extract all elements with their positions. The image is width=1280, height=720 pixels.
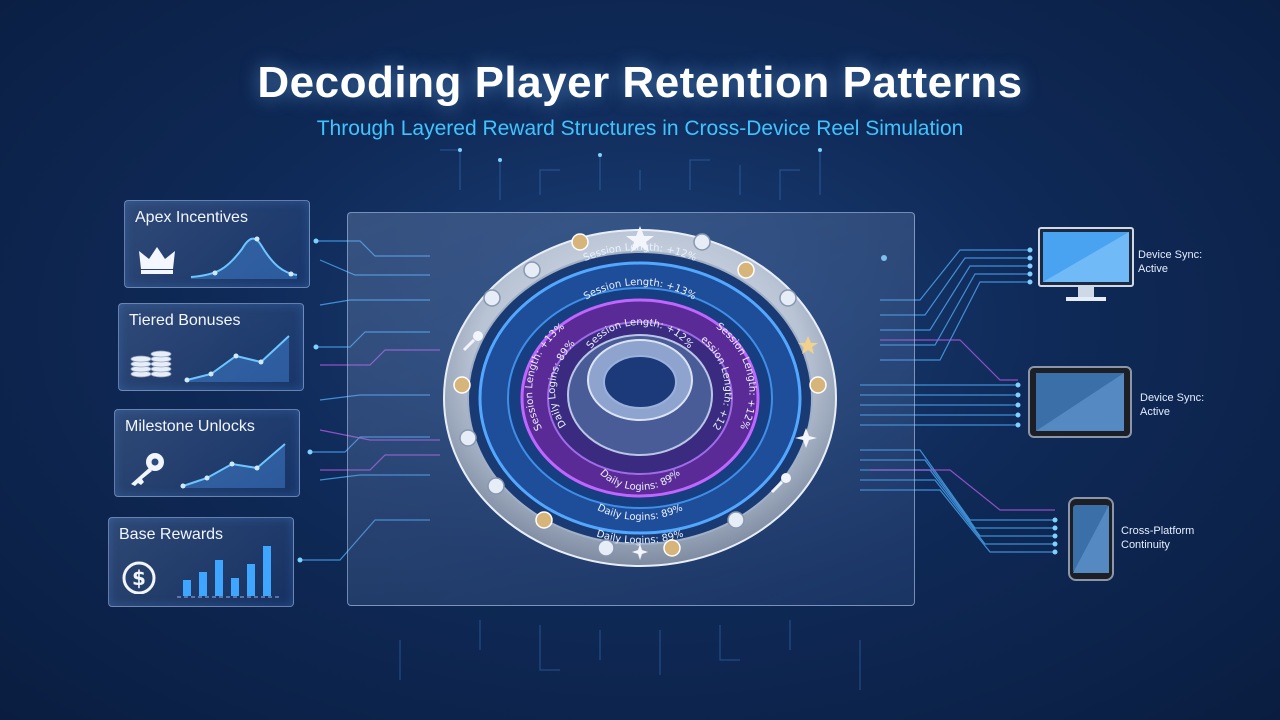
coin-icon xyxy=(693,233,711,251)
rim-icons xyxy=(453,226,827,560)
tier-card-apex-incentives: Apex Incentives xyxy=(124,200,310,288)
coin-icon xyxy=(809,376,827,394)
smartphone-icon xyxy=(1068,497,1114,581)
star-icon xyxy=(798,336,818,354)
growth-line-chart-icon xyxy=(184,335,290,383)
device-sync-desktop-label: Device Sync:Active xyxy=(1138,249,1203,275)
tier-card-base-rewards: Base Rewards $ xyxy=(108,517,294,607)
coin-icon xyxy=(737,261,755,279)
coin-icon xyxy=(779,289,797,307)
coin-icon xyxy=(663,539,681,557)
coin-icon xyxy=(597,539,615,557)
coin-icon xyxy=(523,261,541,279)
coin-icon xyxy=(535,511,553,529)
coin-icon xyxy=(487,477,505,495)
page-title: Decoding Player Retention Patterns xyxy=(257,58,1023,107)
page-subtitle: Through Layered Reward Structures in Cro… xyxy=(316,117,964,140)
tier-card-milestone-unlocks: Milestone Unlocks xyxy=(114,409,300,497)
growth-line-chart-icon xyxy=(180,443,286,489)
star-icon xyxy=(626,226,654,252)
tier-label: Tiered Bonuses xyxy=(129,312,241,329)
key-icon xyxy=(131,453,164,486)
tablet-icon xyxy=(1028,366,1132,438)
coin-stack-icon xyxy=(130,350,172,378)
coin-icon xyxy=(459,429,477,447)
key-icon xyxy=(462,331,483,352)
coin-icon xyxy=(453,376,471,394)
layered-reward-ring: Session Length: +12% Daily Logins: 89% S… xyxy=(440,220,837,567)
desktop-monitor-icon xyxy=(1038,227,1134,301)
bar-chart-icon xyxy=(177,546,281,598)
dollar-coin-icon: $ xyxy=(122,561,156,594)
tier-label: Base Rewards xyxy=(119,526,224,543)
svg-text:$: $ xyxy=(132,566,146,590)
coin-icon xyxy=(727,511,745,529)
bell-curve-chart-icon xyxy=(190,236,298,279)
sparkle-icon xyxy=(795,428,817,448)
crown-icon xyxy=(139,247,175,274)
tier-card-tiered-bonuses: Tiered Bonuses xyxy=(118,303,304,391)
key-icon xyxy=(770,473,791,494)
device-sync-tablet-label: Device Sync:Active xyxy=(1140,392,1205,418)
coin-icon xyxy=(571,233,589,251)
tier-label: Apex Incentives xyxy=(135,209,248,226)
sparkle-icon xyxy=(632,544,648,560)
coin-icon xyxy=(483,289,501,307)
tier-label: Milestone Unlocks xyxy=(125,418,255,435)
